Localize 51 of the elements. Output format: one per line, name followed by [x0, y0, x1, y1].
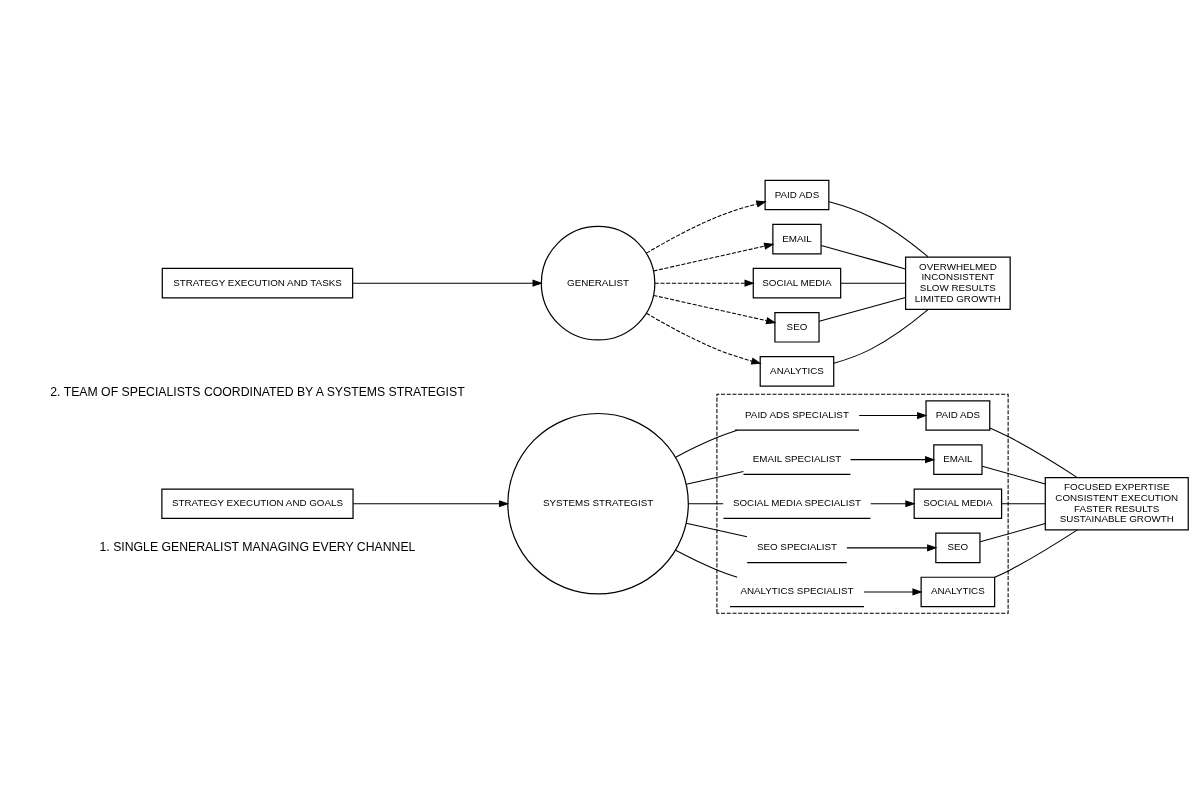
connector [675, 549, 738, 578]
connector [840, 282, 907, 284]
node-box: SEO [935, 532, 981, 564]
node-box: STRATEGY EXECUTION AND TASKS [161, 267, 354, 299]
cluster [716, 393, 1009, 614]
node-text: SOCIAL MEDIA SPECIALIST [732, 497, 862, 509]
connector [685, 470, 744, 485]
connector [688, 503, 724, 505]
node-circle: GENERALIST [540, 225, 656, 341]
connector [981, 465, 1046, 485]
label: 2. TEAM OF SPECIALISTS COORDINATED BY A SYSTEMS STRATEGIST [50, 385, 465, 400]
node-box: ANALYTICS [920, 576, 996, 608]
node-text: SEO SPECIALIST [756, 541, 837, 553]
node-text: PAID ADS SPECIALIST [745, 409, 849, 421]
connector [989, 427, 1078, 479]
node-box: SOCIAL MEDIA [913, 488, 1003, 520]
node-box: SOCIAL MEDIA [752, 267, 842, 299]
arrow [863, 588, 923, 596]
arrow [654, 279, 755, 287]
node-box: SEO [774, 312, 820, 343]
arrow [352, 500, 510, 508]
arrow [870, 500, 916, 508]
arrow [645, 200, 767, 254]
connector [979, 523, 1046, 543]
arrow [653, 294, 777, 325]
node-text: EMAIL SPECIALIST [752, 453, 842, 465]
arrow [653, 242, 775, 272]
arrow [846, 544, 938, 552]
node-circle: SYSTEMS STRATEGIST [507, 412, 689, 595]
connector [828, 201, 929, 258]
node-box: EMAIL [772, 223, 822, 255]
connector [1001, 503, 1046, 505]
node-text: ANALYTICS SPECIALIST [740, 585, 854, 597]
arrow [850, 456, 936, 464]
node-box: STRATEGY EXECUTION AND GOALS [161, 488, 354, 520]
node-box: PAID ADS [925, 400, 991, 431]
node-box: OVERWHELMED INCONSISTENT SLOW RESULTS LIMITED GROWTH [905, 256, 1011, 310]
connector [675, 429, 738, 458]
arrow [645, 312, 762, 365]
node-box: FOCUSED EXPERTISE CONSISTENT EXECUTION FASTER RESULTS SUSTAINABLE GROWTH [1044, 477, 1189, 531]
node-box: EMAIL [933, 444, 983, 475]
node-box: ANALYTICS [759, 356, 835, 387]
label: 1. SINGLE GENERALIST MANAGING EVERY CHANNEL [99, 539, 416, 554]
arrow [858, 411, 928, 420]
connector [994, 529, 1078, 578]
arrow [352, 279, 543, 287]
connector [818, 296, 906, 322]
connector [833, 309, 929, 364]
node-box: PAID ADS [764, 179, 830, 211]
connector [685, 522, 748, 538]
connector [820, 245, 906, 270]
